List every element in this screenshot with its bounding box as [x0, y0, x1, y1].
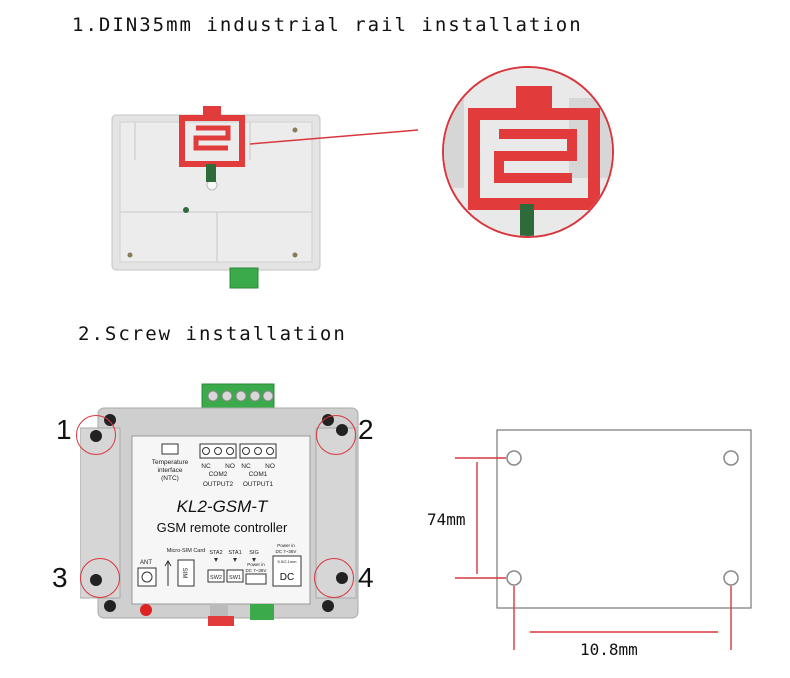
template-hole-1 [506, 450, 522, 466]
hole-number-1: 1 [56, 414, 72, 445]
hole-number-4: 4 [358, 562, 374, 593]
power-top-label-2: DC 7~36V [276, 549, 297, 554]
output2-label: OUTPUT2 [203, 481, 234, 488]
ant-label: ANT [140, 560, 152, 566]
template-hole-2 [723, 450, 739, 466]
nc1-label: NC [241, 463, 251, 470]
din-rail-heading: 1.DIN35mm industrial rail installation [72, 14, 583, 36]
power-top-label: Power in [277, 543, 295, 548]
sim-card-label: Micro-SIM Card [167, 548, 206, 554]
power-small-label: Power in [247, 562, 265, 567]
sta2-label: STA2 [209, 550, 222, 556]
rail-clip-zoom [444, 68, 612, 236]
model-subtitle: GSM remote controller [157, 520, 288, 535]
dc-label: DC [280, 572, 294, 583]
com2-label: COM2 [209, 471, 228, 478]
template-hole-3 [506, 570, 522, 586]
sw2-label: SW2 [210, 575, 222, 581]
com1-label: COM1 [249, 471, 268, 478]
screw-install-heading: 2.Screw installation [78, 323, 347, 345]
hole-number-2: 2 [358, 414, 374, 445]
template-outline [496, 429, 752, 609]
template-hole-4 [723, 570, 739, 586]
dimension-lines [455, 457, 732, 650]
mounting-hole-template [455, 429, 752, 650]
output1-label: OUTPUT1 [243, 481, 274, 488]
height-dimension-label: 74mm [427, 510, 466, 529]
hole-highlight-4 [314, 558, 354, 598]
zoom-callout-circle [442, 66, 614, 238]
hole-highlight-1 [76, 415, 116, 455]
no2-label: NO [225, 463, 235, 470]
width-dimension-label: 10.8mm [580, 640, 638, 659]
nc2-label: NC [201, 463, 211, 470]
temp-label-3: (NTC) [161, 475, 179, 482]
din-rail-back-photo [111, 106, 321, 289]
hole-highlight-3 [80, 558, 120, 598]
hole-highlight-2 [316, 415, 356, 455]
sig-label: SIG [249, 550, 258, 556]
sw1-label: SW1 [229, 575, 241, 581]
power-small-label-2: DC 7~36V [246, 568, 267, 573]
temp-label-2: interface [158, 467, 183, 474]
sta1-label: STA1 [228, 550, 241, 556]
model-name: KL2-GSM-T [177, 497, 269, 516]
device-front-photo: Temperature interface (NTC) NC NO COM2 O… [80, 383, 359, 626]
sim-label: SIM [181, 568, 187, 579]
callout-line [250, 129, 419, 145]
hole-number-3: 3 [52, 562, 68, 593]
temp-label-1: Temperature [152, 459, 189, 466]
dc-plug-label: 5.5/2.1mm [278, 559, 298, 564]
no1-label: NO [265, 463, 275, 470]
